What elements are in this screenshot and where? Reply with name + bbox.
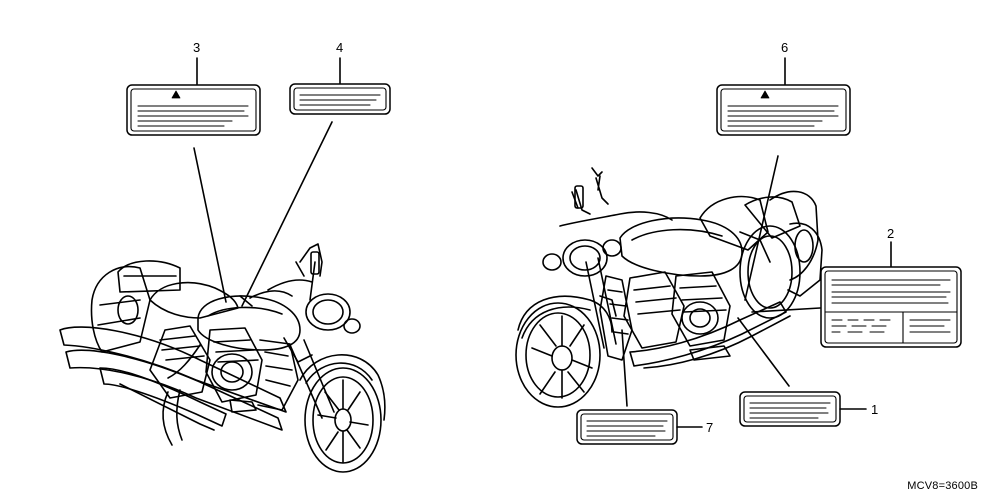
callout-7: 7	[706, 420, 713, 435]
leader-lines	[193, 57, 892, 428]
label-1	[739, 391, 841, 427]
motorcycle-right-illustration	[515, 167, 823, 408]
callout-1: 1	[871, 402, 878, 417]
drawing-code: MCV8=3600B	[907, 480, 978, 492]
caution-label-3	[126, 84, 261, 136]
info-label-2	[820, 266, 962, 348]
caution-label-6	[716, 84, 851, 136]
callout-4: 4	[336, 40, 343, 55]
callout-3: 3	[193, 40, 200, 55]
motorcycle-left-illustration	[59, 243, 386, 473]
label-4	[289, 83, 391, 115]
callout-6: 6	[781, 40, 788, 55]
callout-2: 2	[887, 226, 894, 241]
callout-numbers: 3 4 6 2 1 7	[193, 40, 894, 435]
label-7	[576, 409, 678, 445]
